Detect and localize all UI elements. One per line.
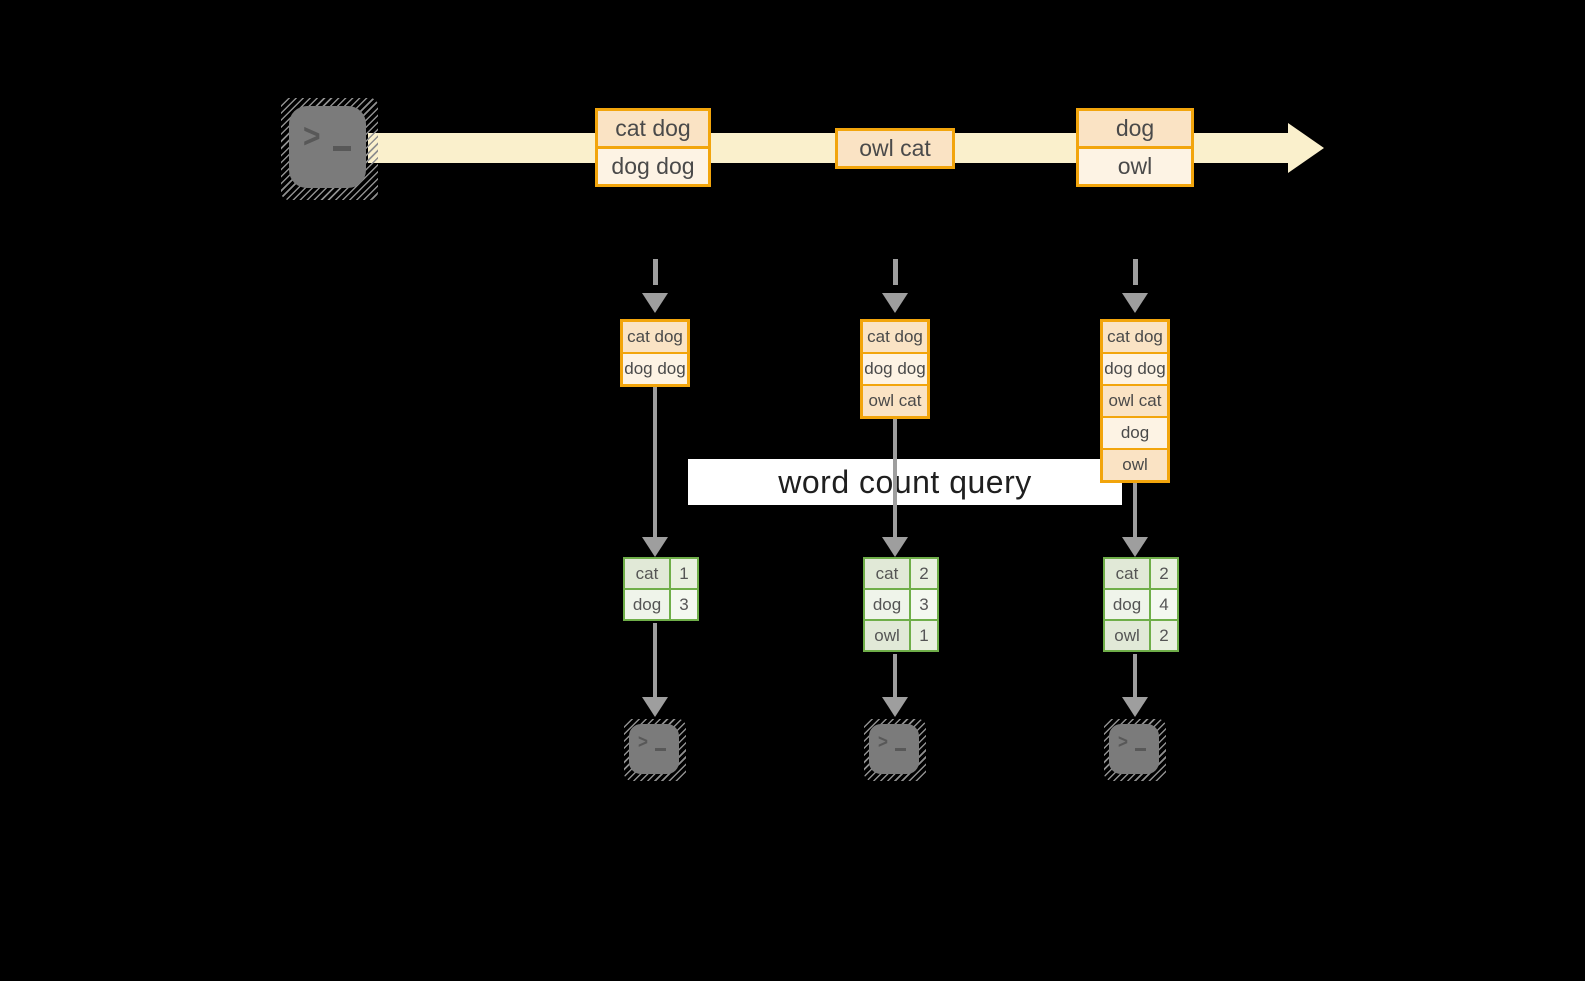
- count-word-cell: cat: [625, 559, 669, 588]
- count-value-cell: 1: [911, 621, 937, 650]
- stream-event-cell: cat dog: [598, 111, 708, 146]
- dashed-down-arrow: [882, 259, 908, 315]
- buffer-cell: dog: [1103, 416, 1167, 448]
- stream-timeline-arrow-head: [1288, 123, 1324, 173]
- arrow-head-icon: [642, 293, 668, 313]
- count-value-cell: 3: [911, 590, 937, 619]
- output-terminal-icon: >: [1104, 719, 1166, 781]
- stream-event-cell: dog dog: [598, 146, 708, 184]
- count-value-cell: 4: [1151, 590, 1177, 619]
- output-terminal-icon: >: [624, 719, 686, 781]
- terminal-body: [629, 724, 679, 774]
- down-arrow: [1122, 654, 1148, 717]
- terminal-prompt-chevron-icon: >: [1118, 730, 1128, 753]
- down-arrow: [642, 387, 668, 557]
- arrow-head-icon: [642, 537, 668, 557]
- arrow-head-icon: [882, 697, 908, 717]
- terminal-prompt-underscore-icon: [655, 748, 666, 751]
- output-terminal-icon: >: [864, 719, 926, 781]
- terminal-prompt-underscore-icon: [333, 146, 351, 151]
- terminal-prompt-chevron-icon: >: [638, 730, 648, 753]
- arrow-head-icon: [1122, 293, 1148, 313]
- terminal-prompt-underscore-icon: [895, 748, 906, 751]
- dashed-down-arrow: [1122, 259, 1148, 315]
- terminal-body: [289, 106, 366, 188]
- count-word-cell: dog: [865, 590, 909, 619]
- buffer-cell: dog dog: [863, 352, 927, 384]
- count-word-cell: cat: [1105, 559, 1149, 588]
- count-word-cell: cat: [865, 559, 909, 588]
- count-word-cell: dog: [1105, 590, 1149, 619]
- count-value-cell: 3: [671, 590, 697, 619]
- count-word-cell: owl: [1105, 621, 1149, 650]
- arrow-head-icon: [1122, 537, 1148, 557]
- terminal-prompt-chevron-icon: >: [878, 730, 888, 753]
- count-value-cell: 2: [1151, 559, 1177, 588]
- stream-event-box: owl cat: [835, 128, 955, 169]
- count-value-cell: 2: [911, 559, 937, 588]
- terminal-body: [1109, 724, 1159, 774]
- count-word-cell: owl: [865, 621, 909, 650]
- stream-event-cell: dog: [1079, 111, 1191, 146]
- terminal-prompt-underscore-icon: [1135, 748, 1146, 751]
- dashed-down-arrow: [642, 259, 668, 315]
- arrow-line: [1133, 654, 1137, 697]
- down-arrow: [642, 623, 668, 717]
- down-arrow: [882, 419, 908, 557]
- count-word-cell: dog: [625, 590, 669, 619]
- count-value-cell: 1: [671, 559, 697, 588]
- stream-event-cell: owl: [1079, 146, 1191, 184]
- arrow-head-icon: [1122, 697, 1148, 717]
- terminal-prompt-chevron-icon: >: [303, 117, 321, 156]
- buffer-cell: cat dog: [623, 322, 687, 352]
- buffer-cell: cat dog: [1103, 322, 1167, 352]
- buffer-cell: owl: [1103, 448, 1167, 480]
- down-arrow: [1122, 483, 1148, 557]
- source-terminal-icon: >: [281, 98, 378, 200]
- arrow-dash: [892, 259, 898, 285]
- arrow-head-icon: [882, 537, 908, 557]
- arrow-dash: [1132, 259, 1138, 285]
- query-label: word count query: [778, 463, 1032, 500]
- buffer-cell: owl cat: [863, 384, 927, 416]
- stream-event-cell: owl cat: [838, 131, 952, 166]
- arrow-head-icon: [882, 293, 908, 313]
- arrow-dash: [652, 259, 658, 285]
- buffer-cell: dog dog: [1103, 352, 1167, 384]
- arrow-line: [653, 387, 657, 537]
- arrow-line: [1133, 483, 1137, 537]
- buffer-cell: owl cat: [1103, 384, 1167, 416]
- query-label-box: word count query: [688, 459, 1122, 505]
- buffer-cell: dog dog: [623, 352, 687, 384]
- buffer-cell: cat dog: [863, 322, 927, 352]
- arrow-line: [893, 419, 897, 537]
- down-arrow: [882, 654, 908, 717]
- arrow-head-icon: [642, 697, 668, 717]
- count-value-cell: 2: [1151, 621, 1177, 650]
- terminal-body: [869, 724, 919, 774]
- arrow-line: [653, 623, 657, 697]
- arrow-line: [893, 654, 897, 697]
